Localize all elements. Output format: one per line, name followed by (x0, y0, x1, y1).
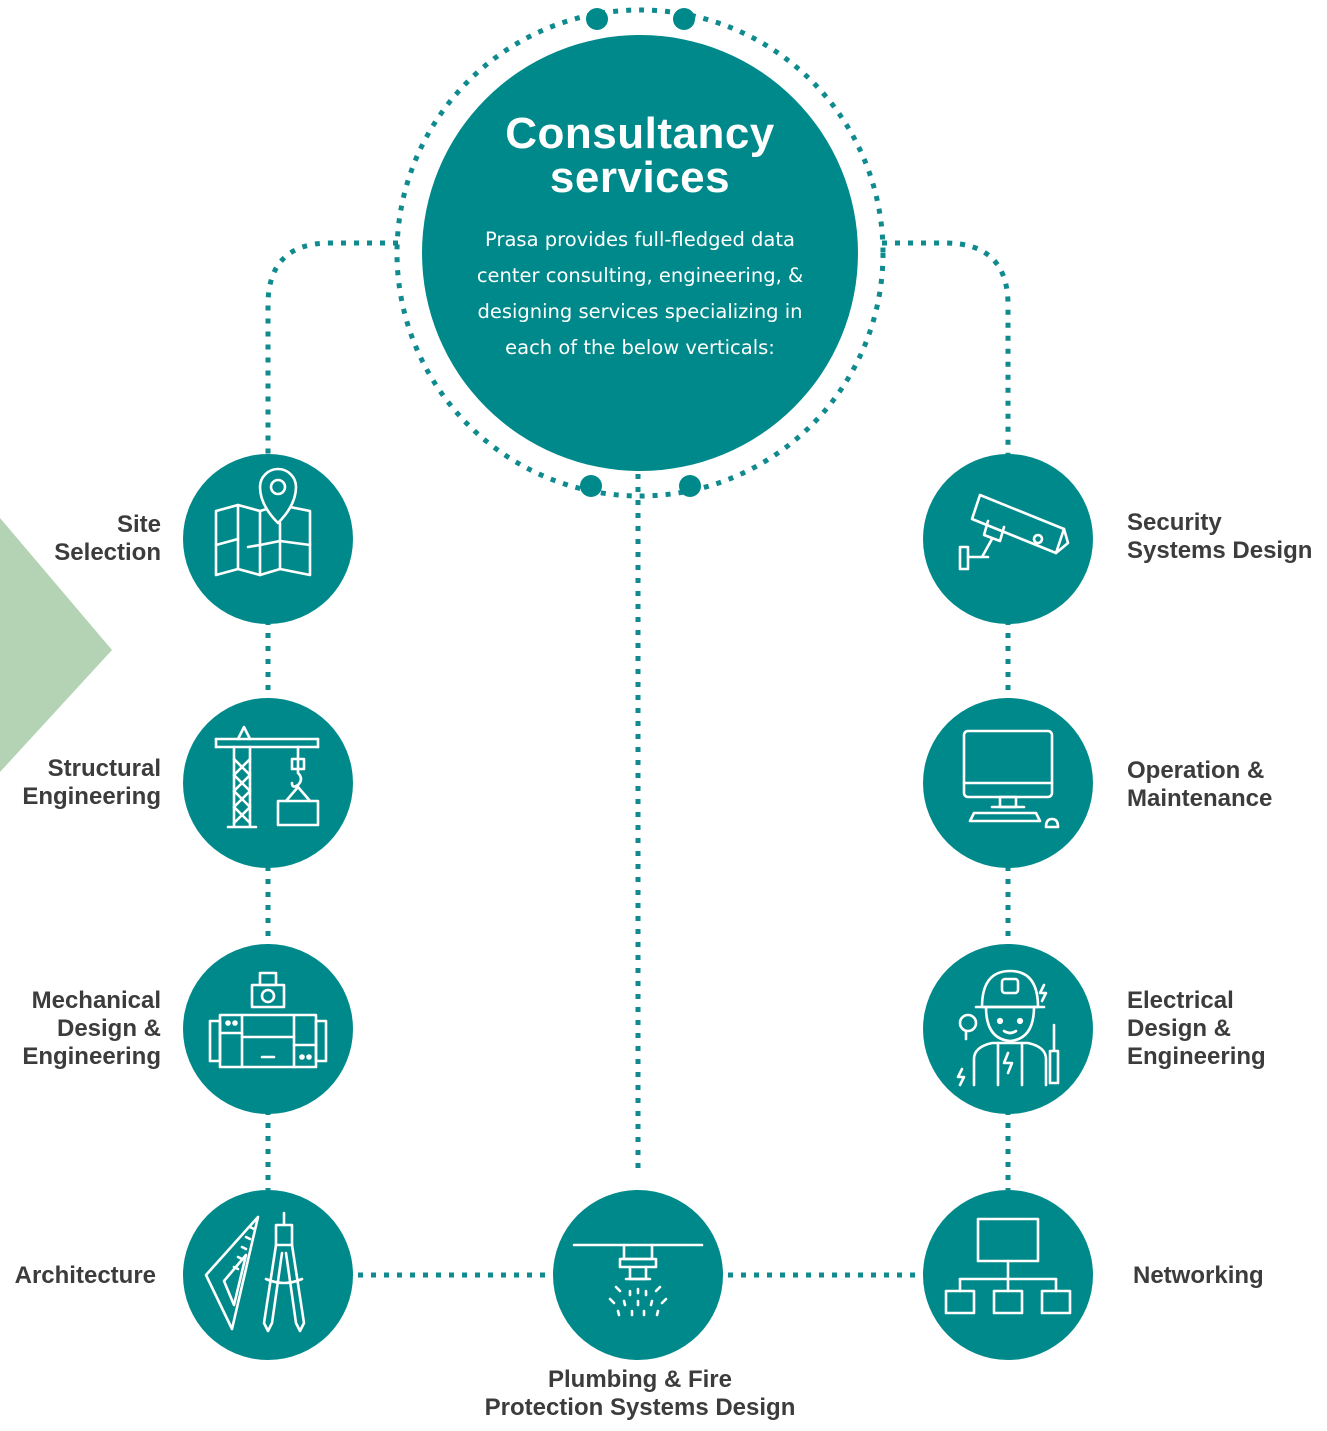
node-circle-architecture (183, 1190, 353, 1360)
node-circle-mechanical (183, 944, 353, 1114)
label-mechanical-design: Mechanical Design & Engineering (22, 987, 161, 1070)
electrician-icon (956, 969, 1060, 1087)
hub-dot-top-left (586, 8, 608, 30)
node-circle-structural (183, 698, 353, 868)
map-pin-icon (214, 467, 312, 577)
label-architecture: Architecture (14, 1262, 156, 1289)
hub-circle (422, 35, 858, 471)
connectors (265, 240, 1011, 1278)
cctv-camera-icon (958, 493, 1070, 571)
node-circle-site-selection (183, 454, 353, 624)
decorative-arrow (0, 518, 112, 772)
crane-icon (214, 725, 320, 829)
label-networking: Networking (1133, 1262, 1264, 1289)
hub-ring (394, 7, 886, 499)
connector-right-arc (882, 240, 1011, 460)
sprinkler-icon (572, 1243, 704, 1317)
node-circle-electrical (923, 944, 1093, 1114)
label-site-selection: Site Selection (54, 511, 161, 566)
label-operation-maintenance: Operation & Maintenance (1127, 757, 1273, 812)
hub-dot-bottom-left (580, 475, 602, 497)
connector-left-arc (265, 240, 398, 460)
generator-icon (208, 971, 328, 1069)
drafting-tools-icon (204, 1211, 306, 1333)
label-structural-engineering: Structural Engineering (22, 755, 161, 810)
node-circle-plumbing (553, 1190, 723, 1360)
label-plumbing-fire: Plumbing & Fire Protection Systems Desig… (484, 1366, 796, 1421)
hub-dot-bottom-right (679, 475, 701, 497)
node-circle-security (923, 454, 1093, 624)
hub-description: Prasa provides full-fledged data center … (476, 228, 804, 359)
label-electrical-design: Electrical Design & Engineering (1127, 987, 1266, 1070)
hub-title: Consultancy services (505, 109, 775, 202)
computer-icon (962, 729, 1060, 829)
label-security-systems: Security Systems Design (1127, 509, 1313, 564)
hub-dot-top-right (673, 8, 695, 30)
network-icon (944, 1217, 1072, 1315)
